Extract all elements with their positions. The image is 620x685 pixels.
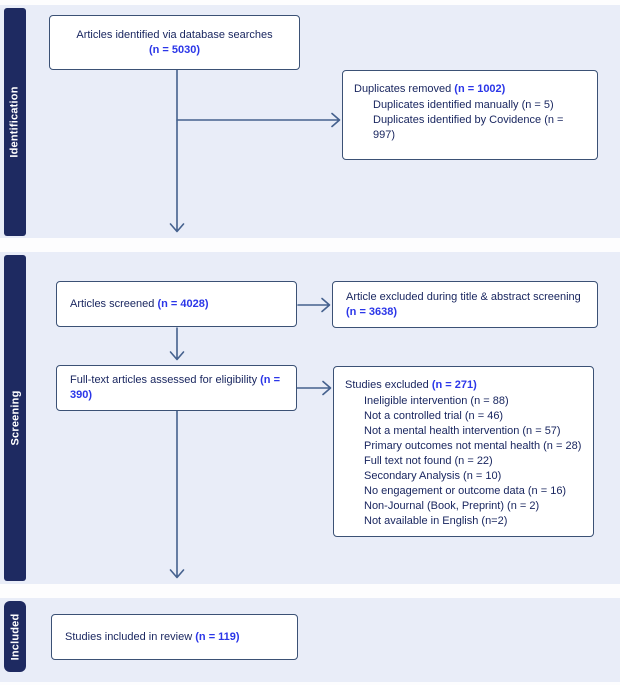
fulltext-assessed-text: Full-text articles assessed for eligibil…	[70, 374, 258, 386]
exclusion-reason: Ineligible intervention (n = 88)	[364, 395, 509, 407]
exclusion-reason: Primary outcomes not mental health (n = …	[364, 440, 582, 452]
fulltext-assessed-count: (n = 390)	[70, 374, 281, 401]
studies-excluded-count: (n = 271)	[431, 379, 477, 391]
studies-excluded-text: Studies excluded	[345, 379, 429, 391]
screened-text: Articles screened	[70, 297, 155, 310]
stage-label-screening: Screening	[9, 390, 21, 446]
duplicates-reason: Duplicates identified by Covidence (n = …	[373, 114, 564, 141]
identified-box: Articles identified via database searche…	[49, 15, 300, 70]
studies-excluded-box: Studies excluded (n = 271) Ineligible in…	[333, 366, 594, 537]
exclusion-reason: Non-Journal (Book, Preprint) (n = 2)	[364, 500, 540, 512]
identified-text: Articles identified via database searche…	[76, 28, 273, 41]
title-abstract-excluded-box: Article excluded during title & abstract…	[332, 281, 598, 328]
stage-tab-identification: Identification	[4, 8, 26, 236]
duplicates-count: (n = 1002)	[454, 83, 506, 95]
screened-count: (n = 4028)	[157, 297, 209, 310]
exclusion-reason: Not a mental health intervention (n = 57…	[364, 425, 561, 437]
exclusion-reason: Not available in English (n=2)	[364, 515, 508, 527]
included-count: (n = 119)	[195, 630, 240, 643]
title-abstract-excluded-text: Article excluded during title & abstract…	[346, 290, 581, 303]
screened-box: Articles screened (n = 4028)	[56, 281, 297, 327]
included-box: Studies included in review (n = 119)	[51, 614, 298, 660]
exclusion-reason-list: Ineligible intervention (n = 88) Not a co…	[345, 394, 583, 529]
stage-label-identification: Identification	[9, 86, 21, 158]
duplicates-reason-list: Duplicates identified manually (n = 5) Du…	[354, 98, 587, 143]
exclusion-reason: Secondary Analysis (n = 10)	[364, 470, 502, 482]
duplicates-text: Duplicates removed	[354, 83, 452, 95]
stage-tab-included: Included	[4, 601, 26, 672]
exclusion-reason: No engagement or outcome data (n = 16)	[364, 485, 567, 497]
fulltext-assessed-box: Full-text articles assessed for eligibil…	[56, 365, 297, 411]
exclusion-reason: Full text not found (n = 22)	[364, 455, 493, 467]
title-abstract-excluded-count: (n = 3638)	[346, 305, 398, 318]
stage-tab-screening: Screening	[4, 255, 26, 581]
stage-label-included: Included	[9, 613, 22, 660]
exclusion-reason: Not a controlled trial (n = 46)	[364, 410, 504, 422]
included-text: Studies included in review	[65, 630, 193, 643]
duplicates-reason: Duplicates identified manually (n = 5)	[373, 99, 554, 111]
identified-count: (n = 5030)	[148, 43, 201, 56]
duplicates-removed-box: Duplicates removed (n = 1002) Duplicates…	[342, 70, 598, 160]
